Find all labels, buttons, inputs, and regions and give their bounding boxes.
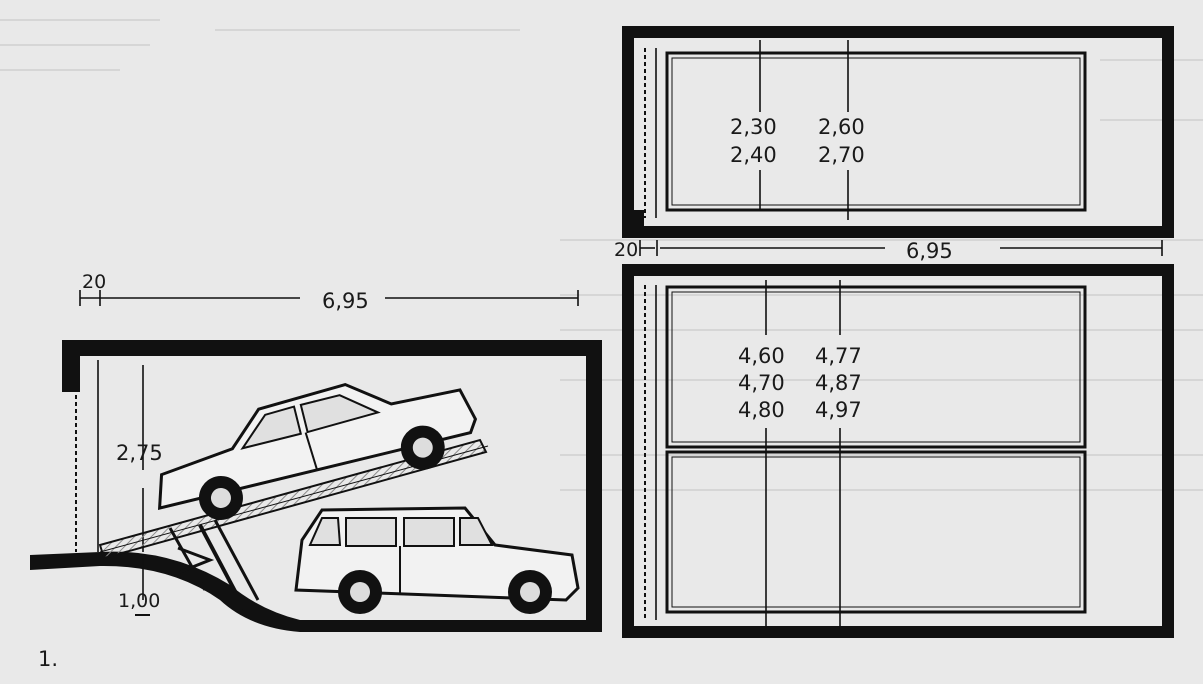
plan-top-width-3: 2,60 — [818, 115, 865, 139]
section-length-dim-label: 6,95 — [322, 289, 369, 313]
plan-length-dimension — [639, 240, 1163, 256]
plan-view-bottom: 4,60 4,70 4,80 4,77 4,87 4,97 — [622, 264, 1174, 638]
plan-length-dim-label: 6,95 — [906, 239, 953, 263]
lift-platform — [98, 438, 489, 611]
plan-width-dim-label: 20 — [614, 239, 638, 261]
plan-bottom-space-lower — [665, 450, 1087, 614]
pit-depth-label: 1,00 — [118, 590, 160, 612]
height-dim-label: 2,75 — [116, 441, 163, 465]
plan-top-width-4: 2,70 — [818, 143, 865, 167]
back-wall — [586, 340, 602, 632]
plan-top-width-1: 2,30 — [730, 115, 777, 139]
plan-top-car-space-inner — [671, 57, 1081, 206]
plan-bottom-width-5: 4,87 — [815, 371, 862, 395]
plan-bottom-width-1: 4,60 — [738, 344, 785, 368]
roof-beam — [62, 340, 80, 392]
plan-top-width-2: 2,40 — [730, 143, 777, 167]
section-width-dim-label: 20 — [82, 271, 106, 293]
plan-top-car-space — [665, 51, 1087, 212]
plan-bottom-width-6: 4,97 — [815, 398, 862, 422]
roof-slab — [62, 340, 602, 356]
plan-view-top: 2,30 2,40 2,60 2,70 — [622, 26, 1174, 238]
plan-bottom-width-4: 4,77 — [815, 344, 862, 368]
floor-slab — [30, 551, 586, 632]
plan-bottom-space-lower-inner — [671, 456, 1081, 608]
plan-bottom-walls — [622, 264, 1174, 638]
plan-bottom-space-upper — [665, 285, 1087, 449]
plan-bottom-width-3: 4,80 — [738, 398, 785, 422]
lower-car — [294, 506, 580, 614]
plan-top-corner-block — [622, 210, 644, 232]
upper-car — [157, 382, 478, 520]
section-length-dimension-line — [79, 290, 579, 306]
figure-number: 1. — [38, 647, 58, 671]
plan-top-walls — [622, 26, 1174, 238]
plan-bottom-space-upper-inner — [671, 291, 1081, 443]
section-view: 20 6,95 2,75 1,00 — [30, 271, 602, 671]
plan-bottom-width-2: 4,70 — [738, 371, 785, 395]
